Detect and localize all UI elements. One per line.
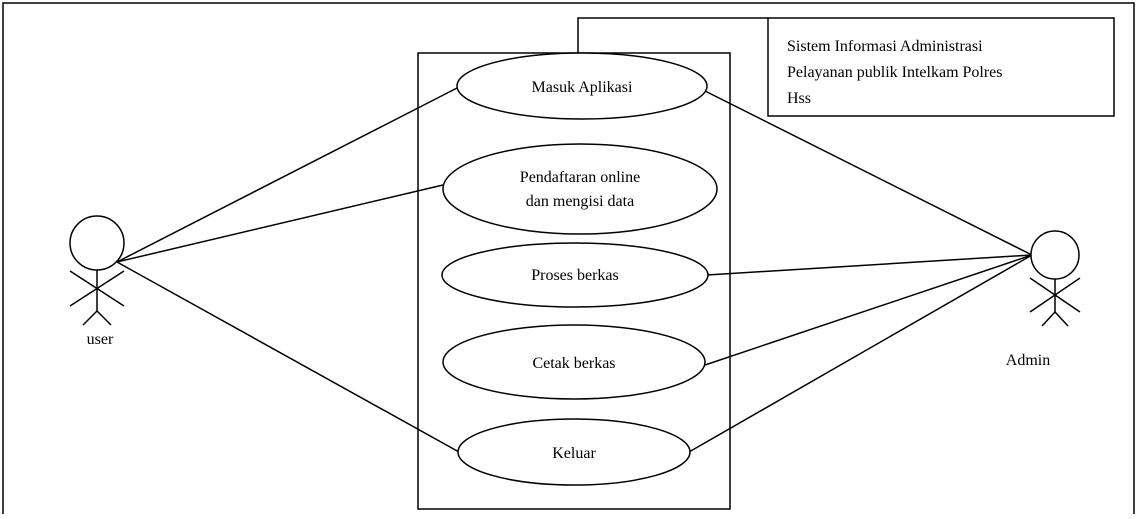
actor-admin: Admin xyxy=(1006,230,1081,369)
association-user-keluar xyxy=(116,261,460,453)
actor-admin-label: Admin xyxy=(1006,352,1050,369)
use-case-keluar: Keluar xyxy=(457,418,691,486)
association-user-daftar xyxy=(116,184,444,263)
user-actor-icon xyxy=(69,215,125,326)
user-associations xyxy=(116,86,460,453)
system-note-line-2: Pelayanan publik Intelkam Polres xyxy=(787,64,1003,81)
association-admin-masuk xyxy=(704,90,1033,256)
use-case-pendaftaran-online-label-2: dan mengisi data xyxy=(526,193,634,210)
use-case-masuk-aplikasi: Masuk Aplikasi xyxy=(456,52,708,120)
note-connector xyxy=(577,17,768,53)
use-case-masuk-aplikasi-label: Masuk Aplikasi xyxy=(532,79,633,96)
use-case-keluar-ellipse xyxy=(457,418,691,486)
use-case-proses-berkas-ellipse xyxy=(441,242,709,308)
use-case-proses-berkas-label: Proses berkas xyxy=(531,267,619,284)
use-case-pendaftaran-online: Pendaftaran online dan mengisi data xyxy=(442,143,718,235)
use-case-masuk-aplikasi-ellipse xyxy=(456,52,708,120)
use-case-proses-berkas: Proses berkas xyxy=(441,242,709,308)
association-user-masuk xyxy=(116,86,460,263)
system-note-line-1: Sistem Informasi Administrasi xyxy=(787,38,983,55)
actor-user-label: user xyxy=(87,331,114,348)
use-case-keluar-label: Keluar xyxy=(552,445,596,462)
use-case-cetak-berkas-label: Cetak berkas xyxy=(532,355,615,372)
system-note-line-3: Hss xyxy=(787,90,811,107)
system-note: Sistem Informasi Administrasi Pelayanan … xyxy=(767,17,1115,117)
use-case-pendaftaran-online-label-1: Pendaftaran online xyxy=(520,169,640,186)
association-admin-cetak xyxy=(704,254,1033,366)
admin-associations xyxy=(688,90,1033,453)
association-admin-proses xyxy=(706,254,1033,276)
association-admin-keluar xyxy=(688,254,1033,453)
system-note-box xyxy=(767,17,1115,117)
use-case-cetak-berkas: Cetak berkas xyxy=(442,324,706,400)
admin-actor-icon xyxy=(1029,230,1081,327)
actor-user: user xyxy=(69,215,125,348)
use-case-pendaftaran-online-ellipse xyxy=(442,143,718,235)
use-case-cetak-berkas-ellipse xyxy=(442,324,706,400)
